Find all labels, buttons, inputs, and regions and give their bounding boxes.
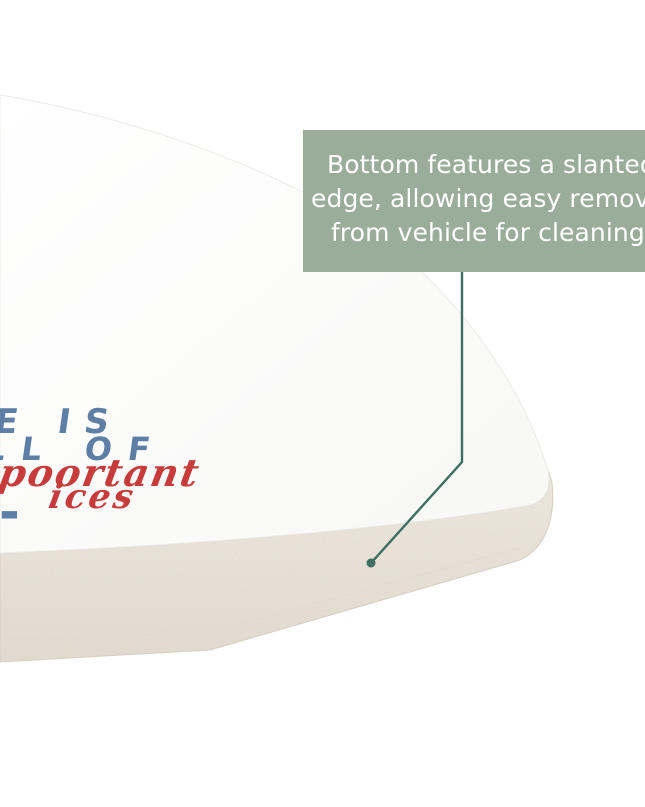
pointer-dot — [366, 558, 376, 568]
callout-line-2: edge, allowing easy removal — [311, 184, 645, 213]
coaster-text-line1: E IS — [0, 402, 126, 442]
coaster-text-fragment: ▬ — [0, 501, 19, 525]
coaster-text-line2: LL OF — [0, 430, 168, 468]
callout-line-3: from vehicle for cleaning. — [331, 218, 645, 247]
coaster-text-line3: poortant — [0, 451, 204, 496]
pointer-line — [370, 272, 464, 564]
callout-line-1: Bottom features a slanted — [327, 150, 645, 179]
coaster-top — [0, 94, 550, 554]
feature-callout: Bottom features a slanted edge, allowing… — [303, 130, 645, 272]
coaster-text-line4: ices — [46, 477, 139, 517]
coaster-bevel — [0, 547, 521, 641]
coaster-edge-texture — [0, 470, 553, 662]
